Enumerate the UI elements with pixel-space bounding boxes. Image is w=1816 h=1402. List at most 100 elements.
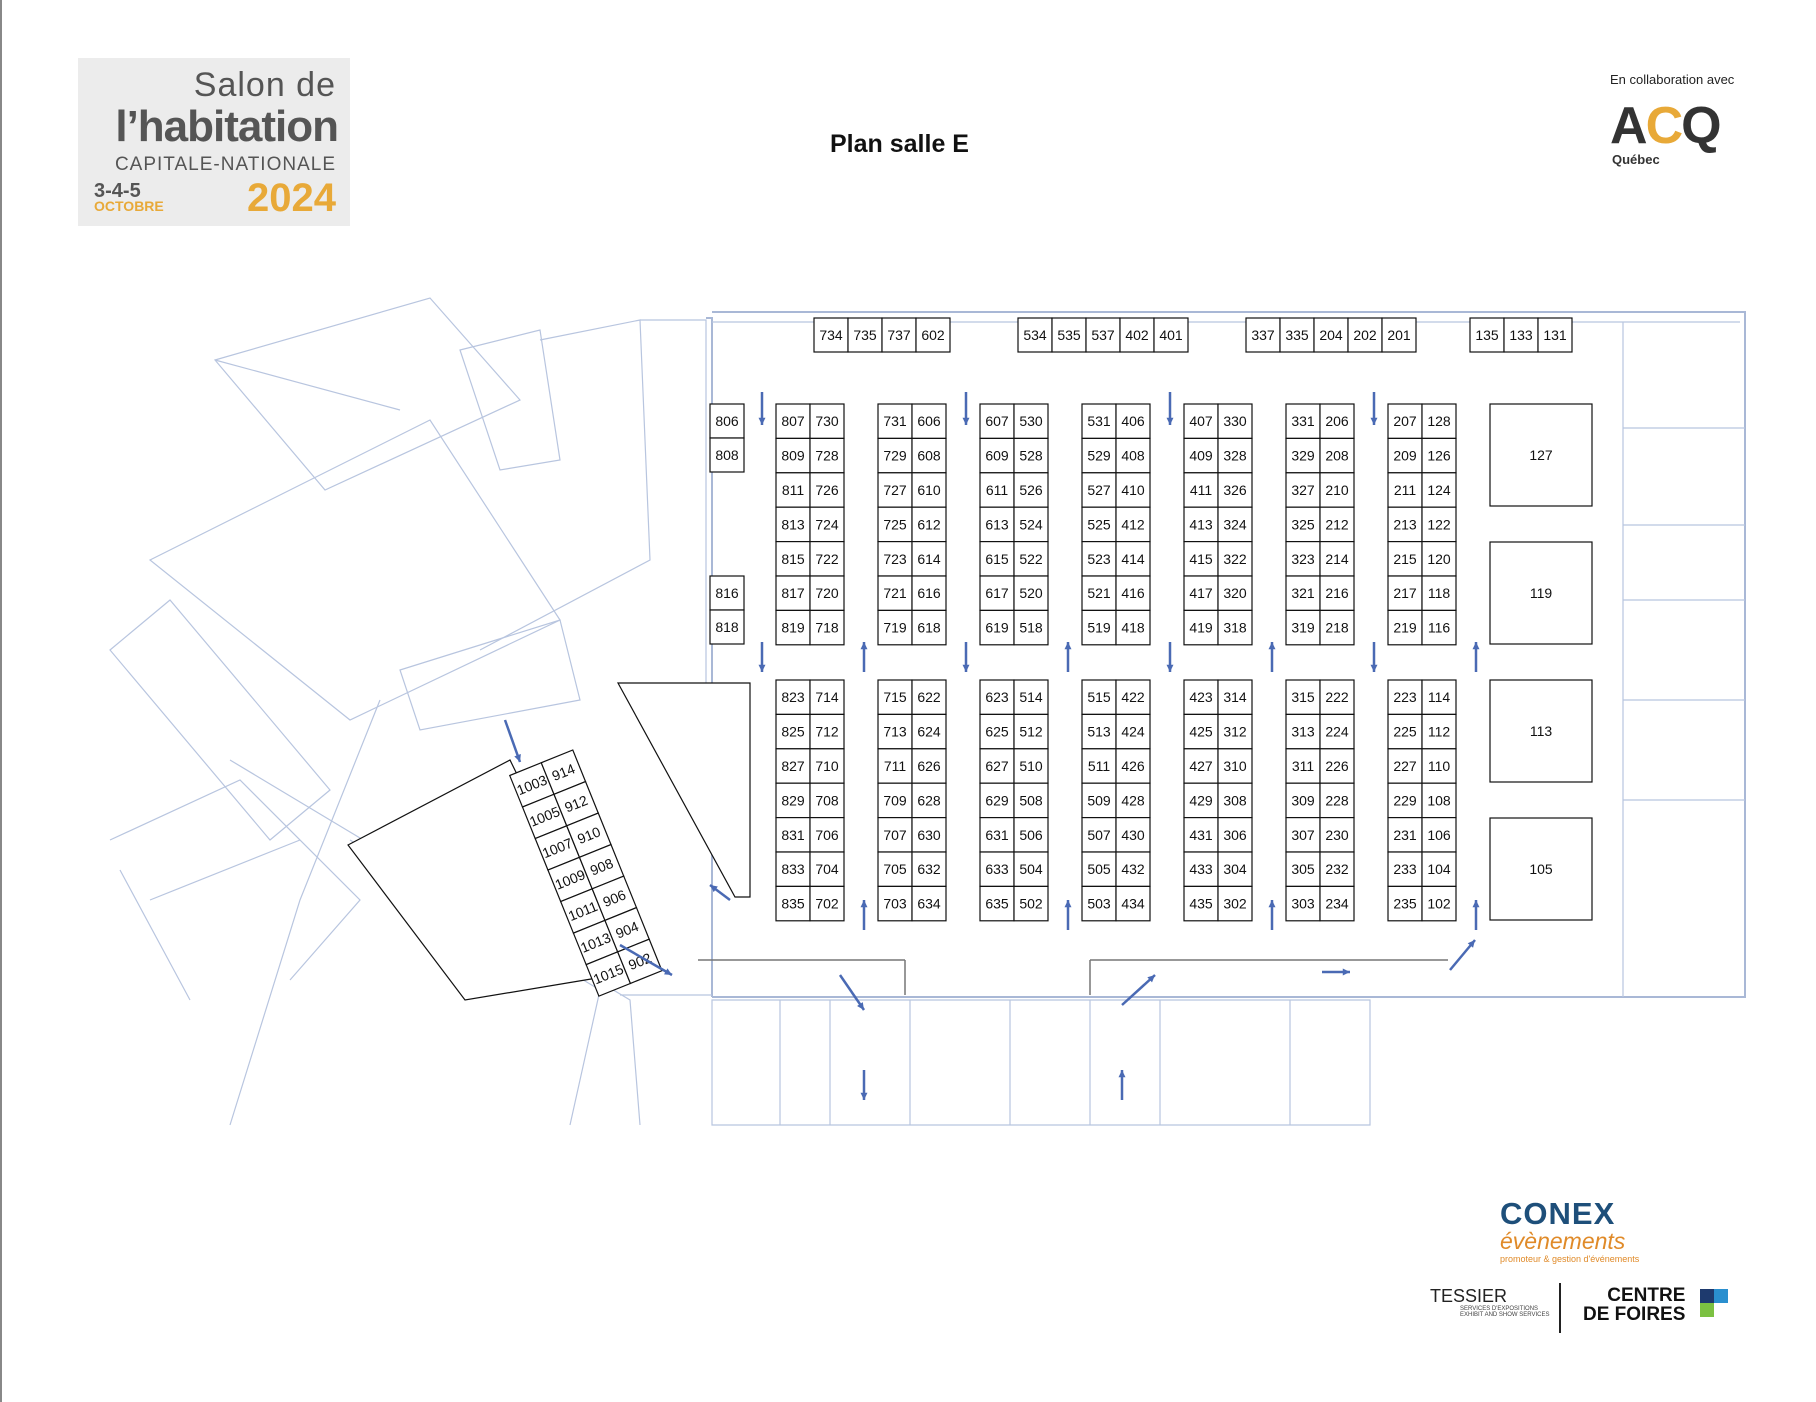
booth-116[interactable] xyxy=(1421,609,1457,646)
booth-634[interactable] xyxy=(911,885,947,922)
booth-703[interactable] xyxy=(877,885,913,922)
booth-432[interactable] xyxy=(1115,851,1151,888)
booth-413[interactable] xyxy=(1183,506,1219,543)
booth-135[interactable] xyxy=(1469,317,1505,353)
booth-335[interactable] xyxy=(1279,317,1315,353)
booth-524[interactable] xyxy=(1013,506,1049,543)
booth-811[interactable] xyxy=(775,472,811,508)
booth-104[interactable] xyxy=(1421,851,1457,888)
booth-218[interactable] xyxy=(1319,609,1355,646)
booth-308[interactable] xyxy=(1217,782,1253,819)
booth-519[interactable] xyxy=(1081,609,1117,646)
booth-613[interactable] xyxy=(979,506,1015,543)
booth-515[interactable] xyxy=(1081,679,1117,716)
booth-303[interactable] xyxy=(1285,885,1321,922)
booth-216[interactable] xyxy=(1319,575,1355,612)
booth-512[interactable] xyxy=(1013,713,1049,750)
booth-529[interactable] xyxy=(1081,437,1117,474)
booth-727[interactable] xyxy=(877,472,913,508)
booth-423[interactable] xyxy=(1183,679,1219,716)
booth-730[interactable] xyxy=(809,403,845,440)
booth-627[interactable] xyxy=(979,748,1015,784)
booth-618[interactable] xyxy=(911,609,947,646)
booth-721[interactable] xyxy=(877,575,913,612)
booth-527[interactable] xyxy=(1081,472,1117,508)
booth-302[interactable] xyxy=(1217,885,1253,922)
booth-310[interactable] xyxy=(1217,748,1253,784)
booth-131[interactable] xyxy=(1537,317,1573,353)
booth-430[interactable] xyxy=(1115,816,1151,853)
booth-324[interactable] xyxy=(1217,506,1253,543)
booth-909-area[interactable] xyxy=(616,682,751,898)
booth-713[interactable] xyxy=(877,713,913,750)
booth-210[interactable] xyxy=(1319,472,1355,508)
booth-428[interactable] xyxy=(1115,782,1151,819)
booth-313[interactable] xyxy=(1285,713,1321,750)
booth-630[interactable] xyxy=(911,816,947,853)
booth-330[interactable] xyxy=(1217,403,1253,440)
booth-120[interactable] xyxy=(1421,540,1457,577)
booth-726[interactable] xyxy=(809,472,845,508)
booth-133[interactable] xyxy=(1503,317,1539,353)
booth-418[interactable] xyxy=(1115,609,1151,646)
booth-518[interactable] xyxy=(1013,609,1049,646)
booth-206[interactable] xyxy=(1319,403,1355,440)
booth-818[interactable] xyxy=(709,609,745,645)
booth-419[interactable] xyxy=(1183,609,1219,646)
booth-808[interactable] xyxy=(709,437,745,473)
booth-632[interactable] xyxy=(911,851,947,888)
booth-619[interactable] xyxy=(979,609,1015,646)
booth-320[interactable] xyxy=(1217,575,1253,612)
booth-612[interactable] xyxy=(911,506,947,543)
booth-626[interactable] xyxy=(911,748,947,784)
booth-110[interactable] xyxy=(1421,748,1457,784)
booth-204[interactable] xyxy=(1313,317,1349,353)
booth-209[interactable] xyxy=(1387,437,1423,474)
booth-522[interactable] xyxy=(1013,540,1049,577)
booth-305[interactable] xyxy=(1285,851,1321,888)
booth-429[interactable] xyxy=(1183,782,1219,819)
booth-318[interactable] xyxy=(1217,609,1253,646)
booth-410[interactable] xyxy=(1115,472,1151,508)
booth-328[interactable] xyxy=(1217,437,1253,474)
booth-113[interactable] xyxy=(1489,679,1593,783)
booth-625[interactable] xyxy=(979,713,1015,750)
booth-425[interactable] xyxy=(1183,713,1219,750)
booth-702[interactable] xyxy=(809,885,845,922)
booth-511[interactable] xyxy=(1081,748,1117,784)
booth-401[interactable] xyxy=(1153,317,1189,353)
booth-633[interactable] xyxy=(979,851,1015,888)
booth-608[interactable] xyxy=(911,437,947,474)
booth-528[interactable] xyxy=(1013,437,1049,474)
booth-214[interactable] xyxy=(1319,540,1355,577)
booth-505[interactable] xyxy=(1081,851,1117,888)
booth-234[interactable] xyxy=(1319,885,1355,922)
booth-311[interactable] xyxy=(1285,748,1321,784)
booth-705[interactable] xyxy=(877,851,913,888)
booth-729[interactable] xyxy=(877,437,913,474)
booth-415[interactable] xyxy=(1183,540,1219,577)
booth-611[interactable] xyxy=(979,472,1015,508)
booth-201[interactable] xyxy=(1381,317,1417,353)
booth-127[interactable] xyxy=(1489,403,1593,507)
booth-212[interactable] xyxy=(1319,506,1355,543)
booth-704[interactable] xyxy=(809,851,845,888)
booth-122[interactable] xyxy=(1421,506,1457,543)
booth-407[interactable] xyxy=(1183,403,1219,440)
booth-304[interactable] xyxy=(1217,851,1253,888)
booth-119[interactable] xyxy=(1489,541,1593,645)
booth-719[interactable] xyxy=(877,609,913,646)
booth-235[interactable] xyxy=(1387,885,1423,922)
booth-530[interactable] xyxy=(1013,403,1049,440)
booth-714[interactable] xyxy=(809,679,845,716)
booth-816[interactable] xyxy=(709,575,745,611)
booth-217[interactable] xyxy=(1387,575,1423,612)
booth-433[interactable] xyxy=(1183,851,1219,888)
booth-309[interactable] xyxy=(1285,782,1321,819)
booth-312[interactable] xyxy=(1217,713,1253,750)
booth-128[interactable] xyxy=(1421,403,1457,440)
booth-722[interactable] xyxy=(809,540,845,577)
booth-222[interactable] xyxy=(1319,679,1355,716)
booth-126[interactable] xyxy=(1421,437,1457,474)
booth-628[interactable] xyxy=(911,782,947,819)
